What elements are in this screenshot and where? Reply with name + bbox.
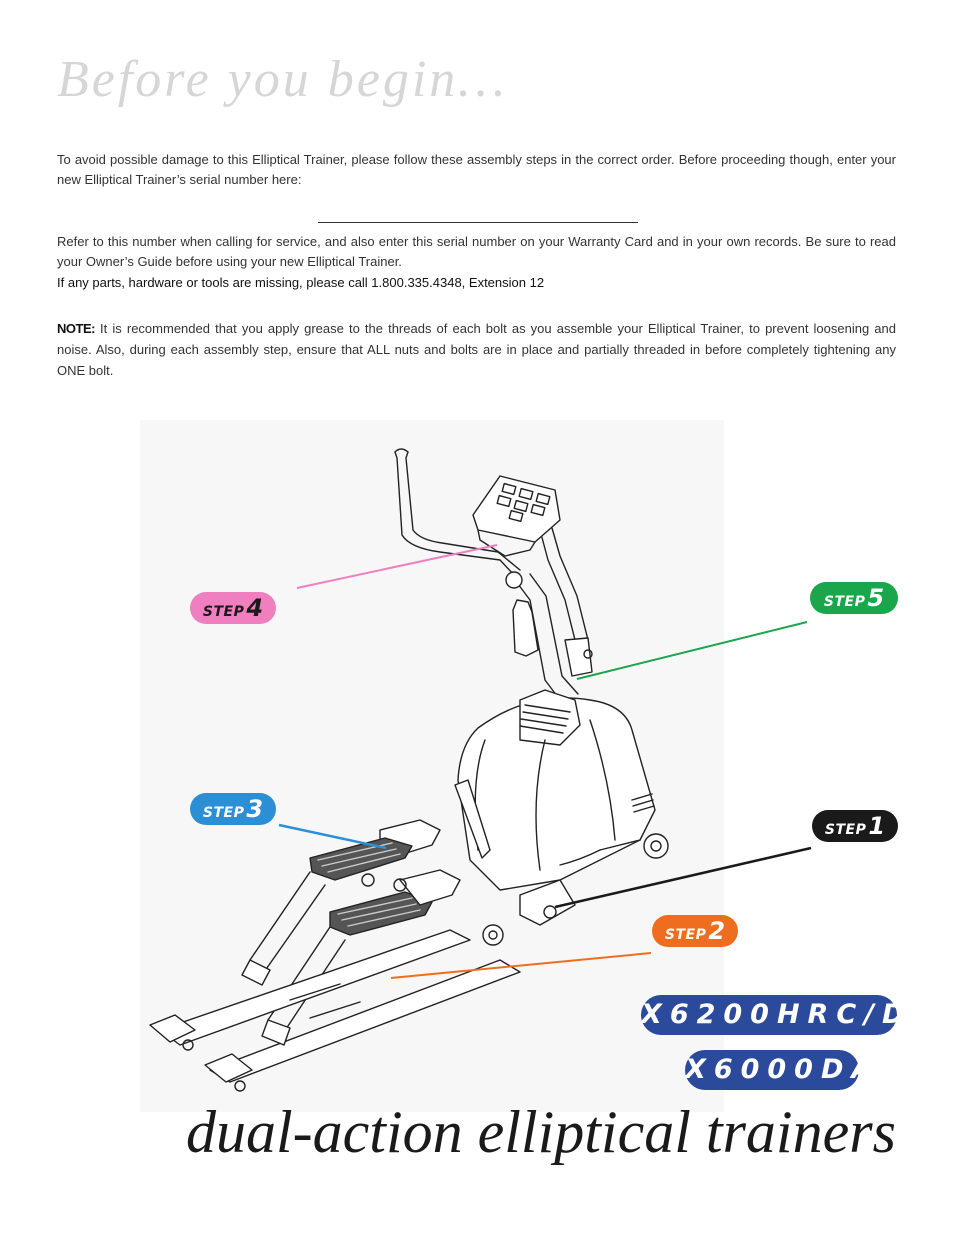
- note-text: It is recommended that you apply grease …: [57, 321, 896, 378]
- step-2-number: 2: [708, 917, 726, 945]
- step-3-word: STEP: [202, 805, 245, 821]
- step-5-word: STEP: [823, 594, 866, 610]
- step-5-number: 5: [867, 584, 885, 612]
- missing-parts-line: If any parts, hardware or tools are miss…: [57, 275, 545, 290]
- intro-paragraph: To avoid possible damage to this Ellipti…: [57, 152, 896, 187]
- step-4-word: STEP: [202, 604, 245, 620]
- step-2-word: STEP: [664, 927, 707, 943]
- step-4-number: 4: [246, 594, 264, 622]
- model-badge-x6000da: X6000DA: [685, 1050, 872, 1090]
- step-1-number: 1: [868, 812, 886, 840]
- model-badge-x6200hrc-da: X6200HRC/DA: [641, 995, 933, 1035]
- elliptical-trainer-illustration: [140, 420, 724, 1112]
- note-label: NOTE:: [57, 321, 95, 336]
- serial-number-line: [318, 222, 638, 223]
- step-1-word: STEP: [824, 822, 867, 838]
- note-paragraph: NOTE: It is recommended that you apply g…: [57, 318, 896, 381]
- product-tagline: dual-action elliptical trainers: [186, 1099, 896, 1165]
- refer-paragraph: Refer to this number when calling for se…: [57, 234, 896, 269]
- page-title: Before you begin…: [57, 51, 508, 108]
- step-3-number: 3: [246, 795, 264, 823]
